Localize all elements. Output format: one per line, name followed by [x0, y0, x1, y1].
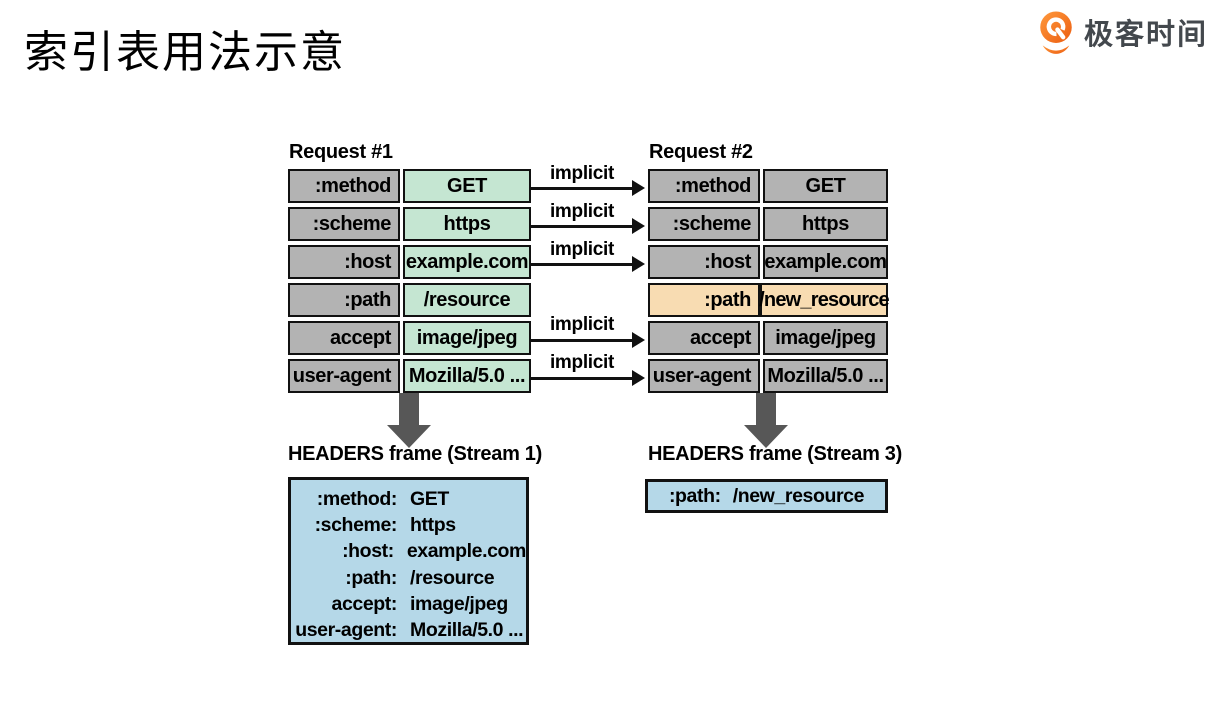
frame-key: :method: [316, 488, 398, 510]
header-value: https [763, 207, 888, 241]
request2-table: :method GET :scheme https :host example.… [648, 169, 890, 393]
frame-key: :path: [668, 484, 721, 507]
header-value: image/jpeg [403, 321, 531, 355]
implicit-arrow [531, 370, 645, 386]
header-key: accept [648, 321, 760, 355]
frame-key: :host: [342, 540, 394, 563]
table-row: accept image/jpeg [648, 321, 888, 355]
header-key: :scheme [648, 207, 760, 241]
table-row: :path /resource [288, 283, 531, 317]
frame-key: user-agent: [295, 619, 397, 642]
table-row: :host example.com [288, 245, 531, 279]
header-key: accept [288, 321, 400, 355]
implicit-label: implicit [549, 314, 615, 335]
implicit-arrow [531, 218, 645, 234]
header-value: example.com [763, 245, 888, 279]
frame-value: /resource [410, 566, 495, 589]
frame-line: :method: GET [291, 486, 526, 512]
frame-key: accept: [331, 592, 398, 615]
frame2-caption: HEADERS frame (Stream 3) [648, 443, 902, 465]
header-key: user-agent [288, 359, 400, 393]
frame1-caption: HEADERS frame (Stream 1) [288, 443, 542, 465]
header-value: Mozilla/5.0 ... [763, 359, 888, 393]
frame-value: /new_resource [732, 484, 865, 507]
frame-value: Mozilla/5.0 ... [410, 619, 524, 642]
down-arrow-icon [387, 393, 431, 448]
frame-line: :scheme: https [291, 512, 526, 538]
down-arrow-icon [744, 393, 788, 448]
table-row: :scheme https [648, 207, 888, 241]
header-value: Mozilla/5.0 ... [403, 359, 531, 393]
implicit-label: implicit [549, 201, 615, 222]
header-key: :host [648, 245, 760, 279]
implicit-arrow [531, 332, 645, 348]
table-row-highlighted: :path /new_resource [648, 283, 890, 317]
implicit-arrow [531, 180, 645, 196]
table-row: user-agent Mozilla/5.0 ... [288, 359, 531, 393]
table-row: :scheme https [288, 207, 531, 241]
table-row: user-agent Mozilla/5.0 ... [648, 359, 888, 393]
header-value: GET [403, 169, 531, 203]
frame-key: :path: [345, 566, 397, 589]
table-row: :method GET [288, 169, 531, 203]
implicit-label: implicit [549, 163, 615, 184]
frame-value: GET [410, 488, 449, 510]
frame-value: example.com [406, 540, 527, 563]
header-key: :host [288, 245, 400, 279]
table-row: :method GET [648, 169, 888, 203]
frame-line: user-agent: Mozilla/5.0 ... [291, 617, 526, 643]
header-value: /resource [403, 283, 531, 317]
header-key: :scheme [288, 207, 400, 241]
header-value: example.com [403, 245, 531, 279]
brand-logo: 极客时间 [1035, 8, 1208, 55]
frame-value: image/jpeg [410, 592, 508, 615]
geektime-logo-icon [1040, 11, 1072, 54]
frame2-box: :path: /new_resource [645, 479, 888, 513]
request2-caption: Request #2 [649, 141, 753, 163]
frame-value: https [410, 514, 456, 537]
page-title: 索引表用法示意 [24, 28, 346, 77]
frame-key: :scheme: [314, 514, 398, 537]
header-value: GET [763, 169, 888, 203]
header-value: image/jpeg [763, 321, 888, 355]
frame-line: :host: example.com [291, 538, 526, 564]
table-row: accept image/jpeg [288, 321, 531, 355]
header-value: /new_resource [759, 283, 890, 317]
header-key: user-agent [648, 359, 760, 393]
header-value: https [403, 207, 531, 241]
header-key: :method [288, 169, 400, 203]
header-key: :path [648, 283, 760, 317]
frame-line: accept: image/jpeg [291, 591, 526, 617]
frame-line: :path: /resource [291, 565, 526, 591]
implicit-label: implicit [549, 239, 615, 260]
request1-caption: Request #1 [289, 141, 393, 163]
implicit-label: implicit [549, 352, 615, 373]
frame1-box: :method: GET :scheme: https :host: examp… [288, 477, 529, 645]
implicit-arrow [531, 256, 645, 272]
header-key: :path [288, 283, 400, 317]
table-row: :host example.com [648, 245, 888, 279]
header-key: :method [648, 169, 760, 203]
request1-table: :method GET :scheme https :host example.… [288, 169, 531, 393]
brand-logo-text: 极客时间 [1083, 18, 1208, 51]
